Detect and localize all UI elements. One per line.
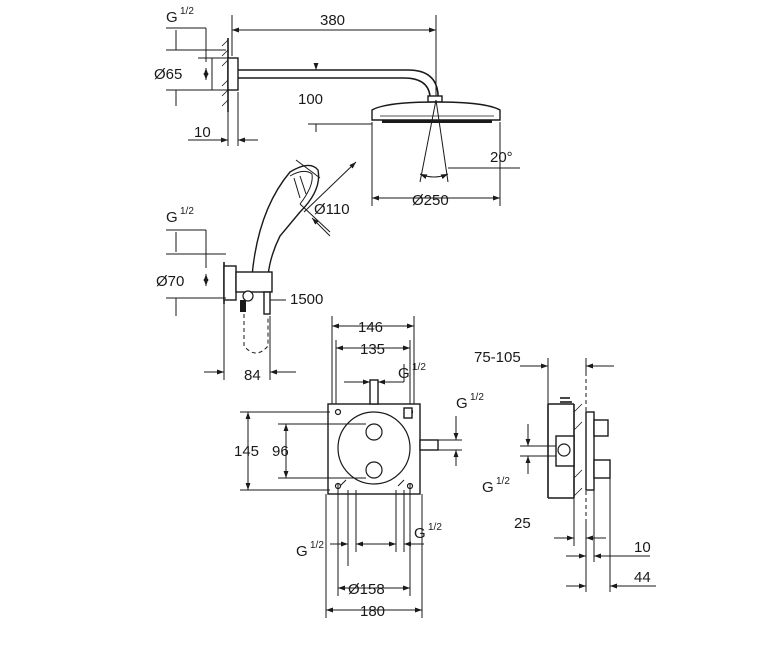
thermostat-knob-side [593,459,611,479]
thread-fraction-box-br: 1/2 [428,522,442,533]
thread-fraction-side: 1/2 [496,476,510,487]
thread-label-top: G [166,9,178,26]
hand-shower-view: Ø110 G 1/2 Ø70 1500 84 [156,159,357,384]
dim-depth-range: 75-105 [474,349,521,366]
dim-head-diameter: Ø250 [412,192,449,209]
thread-label-box-bl: G [296,543,308,560]
shower-head-view: 380 G 1/2 Ø65 100 10 20° Ø2 [154,6,520,209]
faceplate-circle [337,411,411,485]
dim-width-inner: 135 [360,341,385,358]
thread-label-box-right: G [456,395,468,412]
hose-connector [242,290,254,302]
hand-shower [251,164,320,277]
dim-projection: 44 [634,569,651,586]
shower-head [371,101,501,121]
box-side-view: 75-105 G 1/2 25 10 44 [474,349,656,592]
thread-fraction-box-right: 1/2 [470,392,484,403]
nozzle-dots [382,120,492,123]
hose-length-indicator [243,314,269,354]
wall-hatch [221,39,229,107]
dim-height-inner: 96 [272,443,289,460]
thermostat-knob [365,461,383,479]
thread-fraction-top: 1/2 [180,6,194,17]
dim-front-offset: 10 [634,539,651,556]
front-plate-side [585,411,595,491]
thread-label-side: G [482,479,494,496]
box-front-view: 146 135 G 1/2 G 1/2 145 96 G 1/2 [234,316,484,620]
shower-arm-lower [238,77,431,100]
dim-width-outer: 146 [358,319,383,336]
dim-arm-length: 380 [320,12,345,29]
holder-bracket [235,271,273,293]
dim-wall-offset: 10 [194,124,211,141]
dim-elbow-diameter: Ø70 [156,273,184,290]
dim-flange-diameter: Ø65 [154,66,182,83]
side-hatch [573,403,583,497]
top-outlet [369,379,379,405]
thread-fraction-box-bl: 1/2 [310,540,324,551]
dim-hose-length: 1500 [290,291,323,308]
dim-plate-width: 180 [360,603,385,620]
thread-label-box-br: G [414,525,426,542]
dim-head-angle: 20° [490,149,513,166]
dim-hand-shower-diameter: Ø110 [314,201,350,218]
thread-fraction-hand: 1/2 [180,206,194,217]
thread-fraction-box-top: 1/2 [412,362,426,373]
dim-head-drop: 100 [298,91,323,108]
wall-flange [227,57,239,91]
dim-faceplate-diameter: Ø158 [348,581,385,598]
shower-arm-upper [238,69,439,100]
dim-holder-projection: 84 [244,367,261,384]
side-outlet [419,439,439,451]
flow-knob-side [593,419,609,437]
wall-elbow-flange [223,265,237,301]
thread-label-box-top: G [398,365,410,382]
dim-plaster-depth: 25 [514,515,531,532]
flow-knob [365,423,383,441]
thread-label-hand: G [166,209,178,226]
dim-height-outer: 145 [234,443,259,460]
head-connector [427,95,443,103]
